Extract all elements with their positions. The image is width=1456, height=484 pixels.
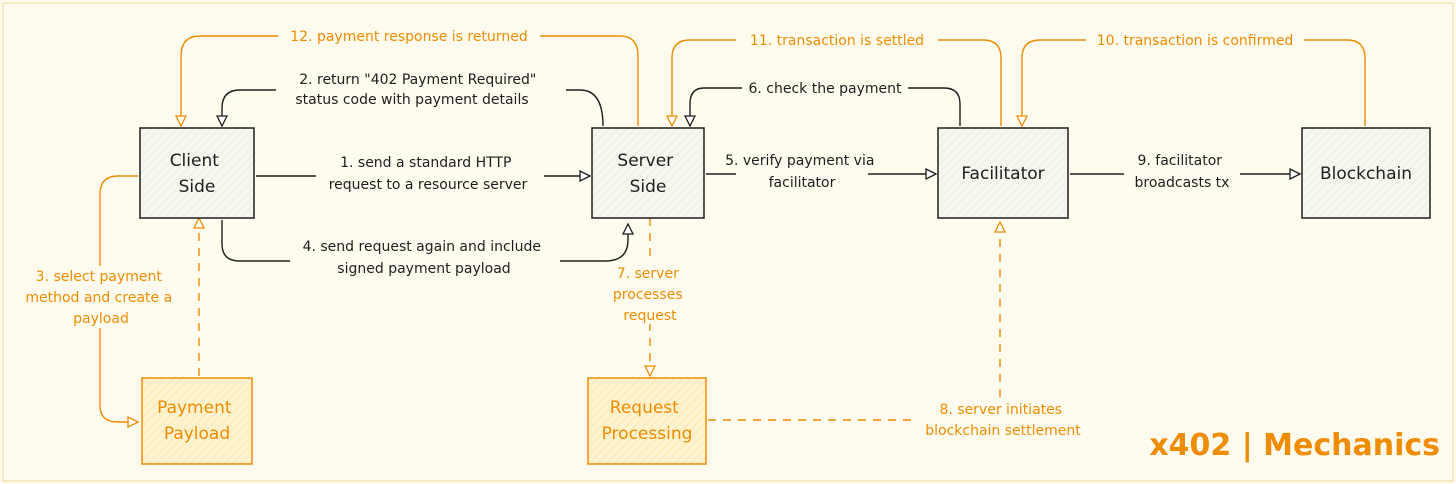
edge-4-label-line-1: 4. send request again and include: [303, 239, 541, 255]
edge-5-label-line-1: 5. verify payment via: [725, 153, 874, 169]
client-label-line-2: Side: [179, 177, 216, 197]
edge-4-label-line-2: signed payment payload: [337, 261, 510, 277]
edge-3-label-line-2: method and create a: [25, 290, 172, 306]
edge-4-label: 4. send request again and include signed…: [303, 239, 546, 277]
payment-payload-node: Payment Payload: [141, 377, 253, 465]
edge-1-label-line-2: request to a resource server: [329, 177, 528, 193]
svg-text:Request Processing: Request Processing: [602, 398, 693, 444]
server-label-line-2: Side: [630, 177, 667, 197]
edge-12-label: 12. payment response is returned: [290, 29, 528, 45]
facilitator-node: Facilitator: [937, 127, 1069, 219]
blockchain-label: Blockchain: [1320, 164, 1412, 184]
request-processing-label-line-1: Request: [610, 398, 679, 418]
edge-1-label-line-1: 1. send a standard HTTP: [340, 155, 511, 171]
edge-8-label: 8. server initiates blockchain settlemen…: [925, 402, 1081, 439]
blockchain-node: Blockchain: [1301, 127, 1431, 219]
request-processing-label-line-2: Processing: [602, 424, 693, 444]
edge-11-label: 11. transaction is settled: [750, 33, 924, 49]
edge-3-label-line-3: payload: [73, 311, 129, 327]
edge-2-label: 2. return "402 Payment Required" status …: [295, 72, 540, 108]
facilitator-label: Facilitator: [961, 164, 1044, 184]
edge-1-label: 1. send a standard HTTP request to a res…: [329, 155, 528, 193]
edge-2-arrow: [222, 89, 604, 126]
edge-9-label-line-2: broadcasts tx: [1135, 175, 1230, 191]
payment-payload-label-line-1: Payment: [157, 398, 232, 418]
svg-text:Client Side: Client Side: [170, 151, 225, 197]
edge-5-label-line-2: facilitator: [769, 175, 836, 191]
svg-text:Facilitator: Facilitator: [961, 164, 1044, 184]
edge-6-label: 6. check the payment: [748, 81, 902, 97]
edge-7-label-line-1: 7. server: [617, 266, 679, 282]
server-node: Server Side: [591, 127, 705, 219]
svg-text:Payment Payload: Payment Payload: [157, 398, 237, 444]
edge-label-backgrounds: [28, 28, 1304, 438]
payment-payload-label-line-2: Payload: [164, 424, 230, 444]
edge-8-label-line-1: 8. server initiates: [939, 402, 1062, 418]
edge-3-label-line-1: 3. select payment: [36, 269, 163, 285]
edge-7-label-line-2: processes: [613, 287, 683, 303]
edge-10-label: 10. transaction is confirmed: [1097, 33, 1294, 49]
edge-2-label-line-1: 2. return "402 Payment Required": [299, 72, 536, 88]
request-processing-node: Request Processing: [587, 377, 707, 465]
edge-7-label: 7. server processes request: [613, 266, 687, 324]
edge-9-label-line-1: 9. facilitator: [1137, 153, 1222, 169]
client-node: Client Side: [139, 127, 255, 219]
svg-text:Server Side: Server Side: [617, 151, 678, 197]
edge-9-label: 9. facilitator broadcasts tx: [1135, 153, 1230, 191]
edge-8-label-line-2: blockchain settlement: [925, 423, 1081, 439]
diagram-title: x402 | Mechanics: [1149, 428, 1440, 463]
edge-5-label: 5. verify payment via facilitator: [725, 153, 879, 191]
server-label-line-1: Server: [617, 151, 673, 171]
edge-2-label-line-2: status code with payment details: [295, 92, 528, 108]
svg-text:Blockchain: Blockchain: [1320, 164, 1412, 184]
client-label-line-1: Client: [170, 151, 220, 171]
edge-7-label-line-3: request: [623, 308, 677, 324]
edge-3-label: 3. select payment method and create a pa…: [25, 269, 176, 327]
